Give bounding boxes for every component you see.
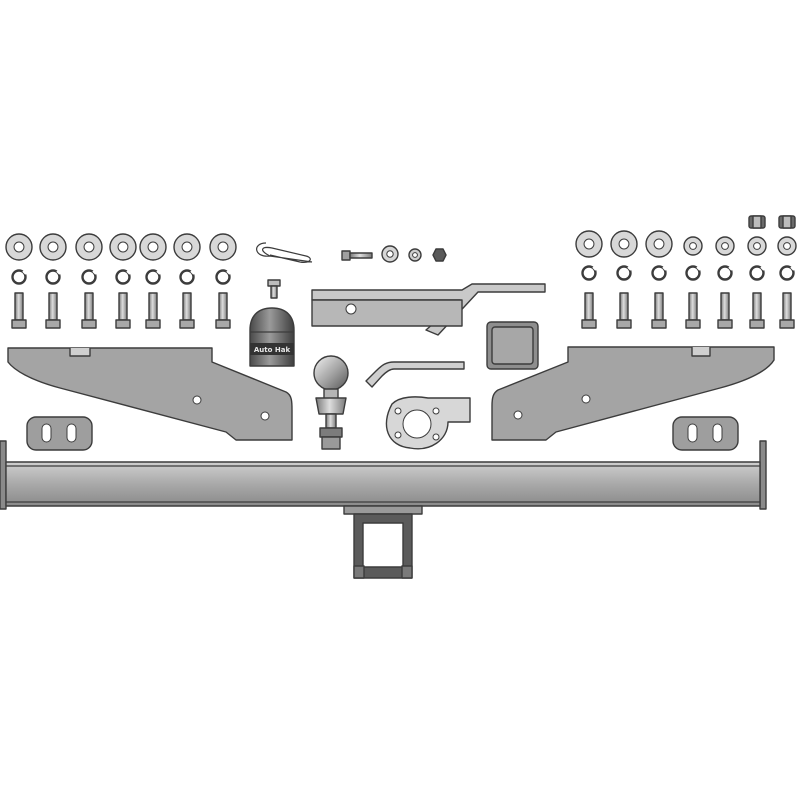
tow-ball (313, 355, 349, 450)
r-clip-pin (256, 242, 313, 263)
hex-bolt (179, 292, 195, 329)
flat-washer-small (683, 236, 703, 256)
hex-bolt (616, 292, 632, 329)
socket-cover: Auto Hak (249, 307, 295, 367)
spring-washer (115, 269, 131, 285)
small-nut (432, 248, 447, 262)
spring-washer (749, 265, 765, 281)
flat-washer (139, 233, 167, 261)
right-washers (575, 230, 797, 258)
flat-washer (173, 233, 201, 261)
right-spring-washers (581, 265, 795, 281)
left-bolts (11, 292, 231, 329)
draw-bar (311, 283, 546, 336)
left-flat-washers (5, 233, 237, 261)
spring-washer (145, 269, 161, 285)
hex-bolt (11, 292, 27, 329)
hitch-pin (365, 361, 465, 388)
right-nuts (748, 215, 796, 229)
spring-washer (215, 269, 231, 285)
flat-washer-small (777, 236, 797, 256)
flat-washer-small (715, 236, 735, 256)
spring-washer (616, 265, 632, 281)
hex-bolt (45, 292, 61, 329)
small-washer-2 (408, 248, 422, 262)
hex-bolt (145, 292, 161, 329)
spring-washer (179, 269, 195, 285)
hex-bolt (581, 292, 597, 329)
spring-washer (651, 265, 667, 281)
hex-bolt (779, 292, 795, 329)
hex-bolt (81, 292, 97, 329)
socket-plate (385, 396, 471, 450)
flat-washer (75, 233, 103, 261)
spring-washer (717, 265, 733, 281)
left-spring-washers (11, 269, 231, 285)
spring-washer (685, 265, 701, 281)
spring-washer (45, 269, 61, 285)
hex-nut (748, 215, 766, 229)
flat-washer (209, 233, 237, 261)
spring-washer (779, 265, 795, 281)
flat-washer (109, 233, 137, 261)
hex-nut (778, 215, 796, 229)
right-side-bracket (491, 346, 775, 441)
hex-bolt (717, 292, 733, 329)
flat-washer-large (610, 230, 638, 258)
spring-washer (11, 269, 27, 285)
spring-washer (581, 265, 597, 281)
receiver-square (486, 321, 539, 370)
hex-bolt (749, 292, 765, 329)
hex-bolt (215, 292, 231, 329)
small-washer-1 (381, 245, 399, 263)
hex-bolt (651, 292, 667, 329)
cover-screw (267, 279, 281, 299)
small-bolt (341, 250, 373, 261)
hex-bolt (685, 292, 701, 329)
right-bolts (581, 292, 795, 329)
hex-bolt (115, 292, 131, 329)
left-side-bracket (7, 347, 293, 441)
receiver-tube (343, 505, 423, 579)
left-spacer-plate (26, 416, 93, 451)
flat-washer (39, 233, 67, 261)
main-cross-beam (0, 440, 767, 510)
flat-washer-large (575, 230, 603, 258)
flat-washer-small (747, 236, 767, 256)
right-spacer-plate (672, 416, 739, 451)
flat-washer-large (645, 230, 673, 258)
spring-washer (81, 269, 97, 285)
flat-washer (5, 233, 33, 261)
socket-cover-logo: Auto Hak (254, 346, 291, 354)
